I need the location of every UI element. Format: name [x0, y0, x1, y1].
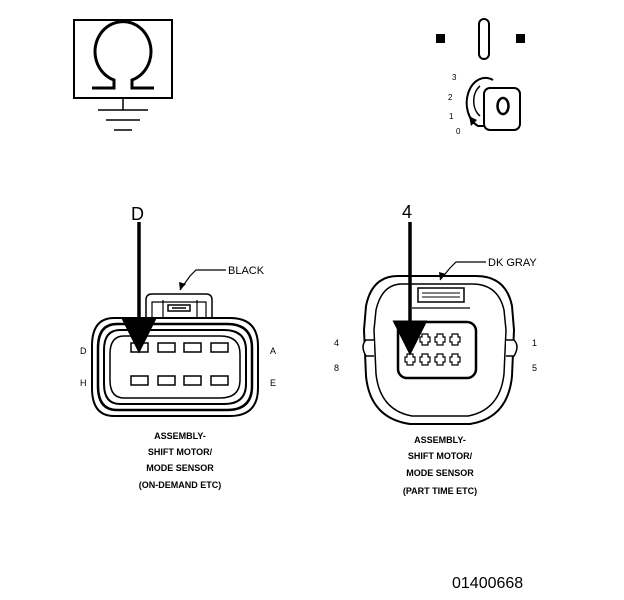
figure-number: 01400668: [452, 575, 523, 592]
right-pin-label-4: 4: [334, 338, 339, 348]
left-connector: [91, 293, 259, 417]
right-pin-label-8: 8: [334, 363, 339, 373]
ohmmeter-ohm-symbol-icon: [73, 19, 173, 99]
left-caption-line-2: SHIFT MOTOR/: [148, 447, 213, 457]
ignition-position-1: 1: [449, 112, 454, 121]
left-caption-line-3: MODE SENSOR: [146, 463, 214, 473]
ignition-position-0: 0: [456, 127, 461, 136]
left-pin-label-e: E: [270, 378, 276, 388]
right-caption-line-2: SHIFT MOTOR/: [408, 451, 473, 461]
right-caption-line-3: MODE SENSOR: [406, 468, 474, 478]
right-pin-label-5: 5: [532, 363, 537, 373]
ignition-position-3: 3: [452, 73, 457, 82]
ground-symbol-icon: [98, 98, 148, 131]
ignition-position-2: 2: [448, 93, 453, 102]
right-color-callout: DK GRAY: [488, 257, 537, 269]
left-color-callout: BLACK: [228, 265, 265, 277]
left-pin-label-a: A: [270, 346, 276, 356]
left-probe-letter: D: [131, 204, 144, 224]
left-pin-label-h: H: [80, 378, 87, 388]
right-pin-label-1: 1: [532, 338, 537, 348]
left-caption-line-4: (ON-DEMAND ETC): [139, 480, 222, 490]
right-caption-line-4: (PART TIME ETC): [403, 486, 477, 496]
right-caption-line-1: ASSEMBLY-: [414, 435, 466, 445]
left-caption-line-1: ASSEMBLY-: [154, 431, 206, 441]
left-pin-label-d: D: [80, 346, 87, 356]
right-connector: [362, 275, 518, 425]
ignition-key-switch-icon: [436, 18, 525, 131]
left-color-callout-leader: [179, 269, 226, 291]
right-probe-number: 4: [402, 202, 412, 222]
